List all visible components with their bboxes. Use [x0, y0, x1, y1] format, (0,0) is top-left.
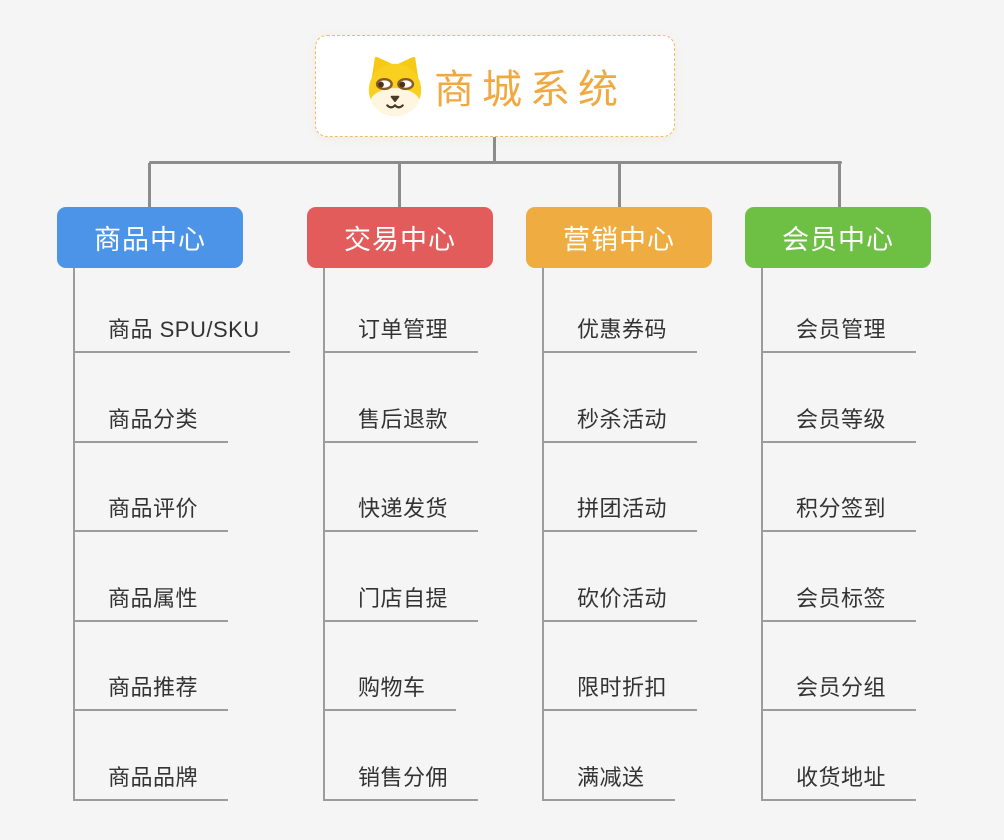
leaf-node[interactable]: 拼团活动 [544, 443, 698, 532]
leaf-label: 商品推荐 [108, 675, 199, 700]
leaf-node[interactable]: 商品属性 [75, 532, 229, 622]
leaf-label: 商品品牌 [108, 764, 199, 790]
leaf-node[interactable]: 商品推荐 [75, 622, 229, 711]
leaf-label: 秒杀活动 [577, 406, 668, 432]
leaf-label: 订单管理 [358, 317, 449, 342]
connector-drop-products [148, 163, 151, 208]
connector-horizontal-bus [149, 161, 842, 164]
branch-label: 会员中心 [782, 225, 894, 255]
leaf-node[interactable]: 满减送 [544, 711, 675, 801]
leaf-node[interactable]: 门店自提 [325, 532, 479, 622]
leaf-label: 会员管理 [796, 317, 887, 342]
branch-label: 营销中心 [563, 225, 675, 255]
leaf-label: 商品 SPU/SKU [108, 317, 260, 342]
root-title: 商城系统 [434, 68, 626, 112]
leaf-label: 拼团活动 [577, 496, 668, 521]
leaf-label: 满减送 [577, 764, 645, 790]
branch-children-marketing: 优惠券码 秒杀活动 拼团活动 砍价活动 限时折扣 满减送 [542, 268, 698, 801]
leaf-node[interactable]: 商品分类 [75, 353, 229, 443]
branch-node-marketing[interactable]: 营销中心 [526, 207, 712, 268]
leaf-label: 会员分组 [796, 675, 887, 700]
leaf-node[interactable]: 收货地址 [763, 711, 917, 801]
branch-node-trade[interactable]: 交易中心 [307, 207, 493, 268]
leaf-node[interactable]: 会员分组 [763, 622, 917, 711]
leaf-node[interactable]: 积分签到 [763, 443, 917, 532]
connector-drop-trade [398, 163, 401, 208]
leaf-node[interactable]: 优惠券码 [544, 268, 698, 353]
leaf-label: 收货地址 [796, 764, 887, 790]
leaf-node[interactable]: 商品评价 [75, 443, 229, 532]
leaf-label: 砍价活动 [577, 585, 668, 611]
leaf-label: 商品评价 [108, 496, 199, 521]
leaf-node[interactable]: 会员管理 [763, 268, 917, 353]
leaf-node[interactable]: 砍价活动 [544, 532, 698, 622]
leaf-node[interactable]: 会员标签 [763, 532, 917, 622]
leaf-node[interactable]: 商品品牌 [75, 711, 229, 801]
leaf-label: 售后退款 [358, 406, 449, 432]
leaf-label: 门店自提 [358, 585, 449, 611]
leaf-node[interactable]: 销售分佣 [325, 711, 479, 801]
branch-children-trade: 订单管理 售后退款 快递发货 门店自提 购物车 销售分佣 [323, 268, 479, 801]
leaf-label: 快递发货 [358, 496, 449, 521]
shiba-dog-icon [368, 56, 422, 117]
branch-children-members: 会员管理 会员等级 积分签到 会员标签 会员分组 收货地址 [761, 268, 917, 801]
leaf-label: 会员等级 [796, 406, 887, 432]
leaf-node[interactable]: 限时折扣 [544, 622, 698, 711]
branch-label: 商品中心 [94, 225, 206, 255]
connector-root-vertical [493, 137, 496, 163]
leaf-node[interactable]: 秒杀活动 [544, 353, 698, 443]
leaf-label: 商品属性 [108, 585, 199, 611]
leaf-label: 会员标签 [796, 585, 887, 611]
root-node[interactable]: 商城系统 [315, 35, 675, 137]
leaf-node[interactable]: 购物车 [325, 622, 456, 711]
leaf-node[interactable]: 快递发货 [325, 443, 479, 532]
leaf-node[interactable]: 订单管理 [325, 268, 479, 353]
leaf-node[interactable]: 商品 SPU/SKU [75, 268, 290, 353]
leaf-label: 商品分类 [108, 406, 199, 432]
leaf-label: 销售分佣 [358, 764, 449, 790]
leaf-label: 优惠券码 [577, 317, 668, 342]
branch-node-members[interactable]: 会员中心 [745, 207, 931, 268]
leaf-label: 限时折扣 [577, 675, 668, 700]
leaf-node[interactable]: 会员等级 [763, 353, 917, 443]
branch-label: 交易中心 [344, 225, 456, 255]
branch-node-products[interactable]: 商品中心 [57, 207, 243, 268]
connector-drop-members [838, 163, 841, 208]
connector-drop-marketing [618, 163, 621, 208]
branch-children-products: 商品 SPU/SKU 商品分类 商品评价 商品属性 商品推荐 商品品牌 [73, 268, 290, 801]
leaf-label: 购物车 [358, 675, 426, 700]
leaf-label: 积分签到 [796, 496, 887, 521]
leaf-node[interactable]: 售后退款 [325, 353, 479, 443]
